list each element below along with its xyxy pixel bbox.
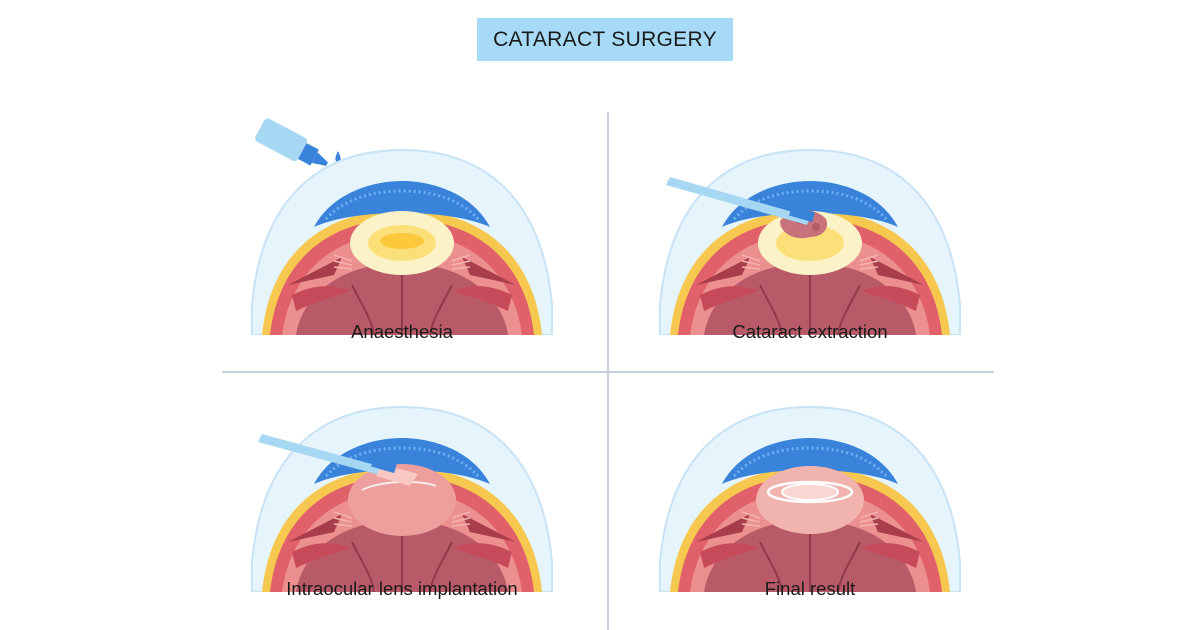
- lens-injector-icon: [258, 434, 418, 486]
- step-label-extraction: Cataract extraction: [732, 321, 888, 342]
- step-label-implantation: Intraocular lens implantation: [286, 578, 518, 599]
- eye-dropper-icon: [255, 118, 328, 166]
- step-label-anaesthesia: Anaesthesia: [351, 321, 453, 342]
- eye-drop-icon: [335, 151, 341, 163]
- eye-final-illustration: [658, 405, 962, 592]
- step-label-final: Final result: [764, 578, 856, 599]
- page-title: CATARACT SURGERY: [493, 27, 717, 51]
- step-panel-anaesthesia: Anaesthesia: [222, 95, 582, 345]
- horizontal-divider: [222, 371, 994, 373]
- intraocular-lens-icon: [766, 480, 854, 504]
- step-panel-extraction: Cataract extraction: [630, 95, 990, 345]
- title-banner: CATARACT SURGERY: [477, 18, 733, 61]
- surgical-probe-icon: [666, 177, 815, 225]
- step-panel-implantation: Intraocular lens implantation: [222, 352, 582, 602]
- eye-extraction-illustration: [658, 148, 962, 335]
- eye-implantation-illustration: [250, 405, 554, 592]
- step-panel-final: Final result: [630, 352, 990, 602]
- eye-anaesthesia-illustration: [250, 118, 554, 335]
